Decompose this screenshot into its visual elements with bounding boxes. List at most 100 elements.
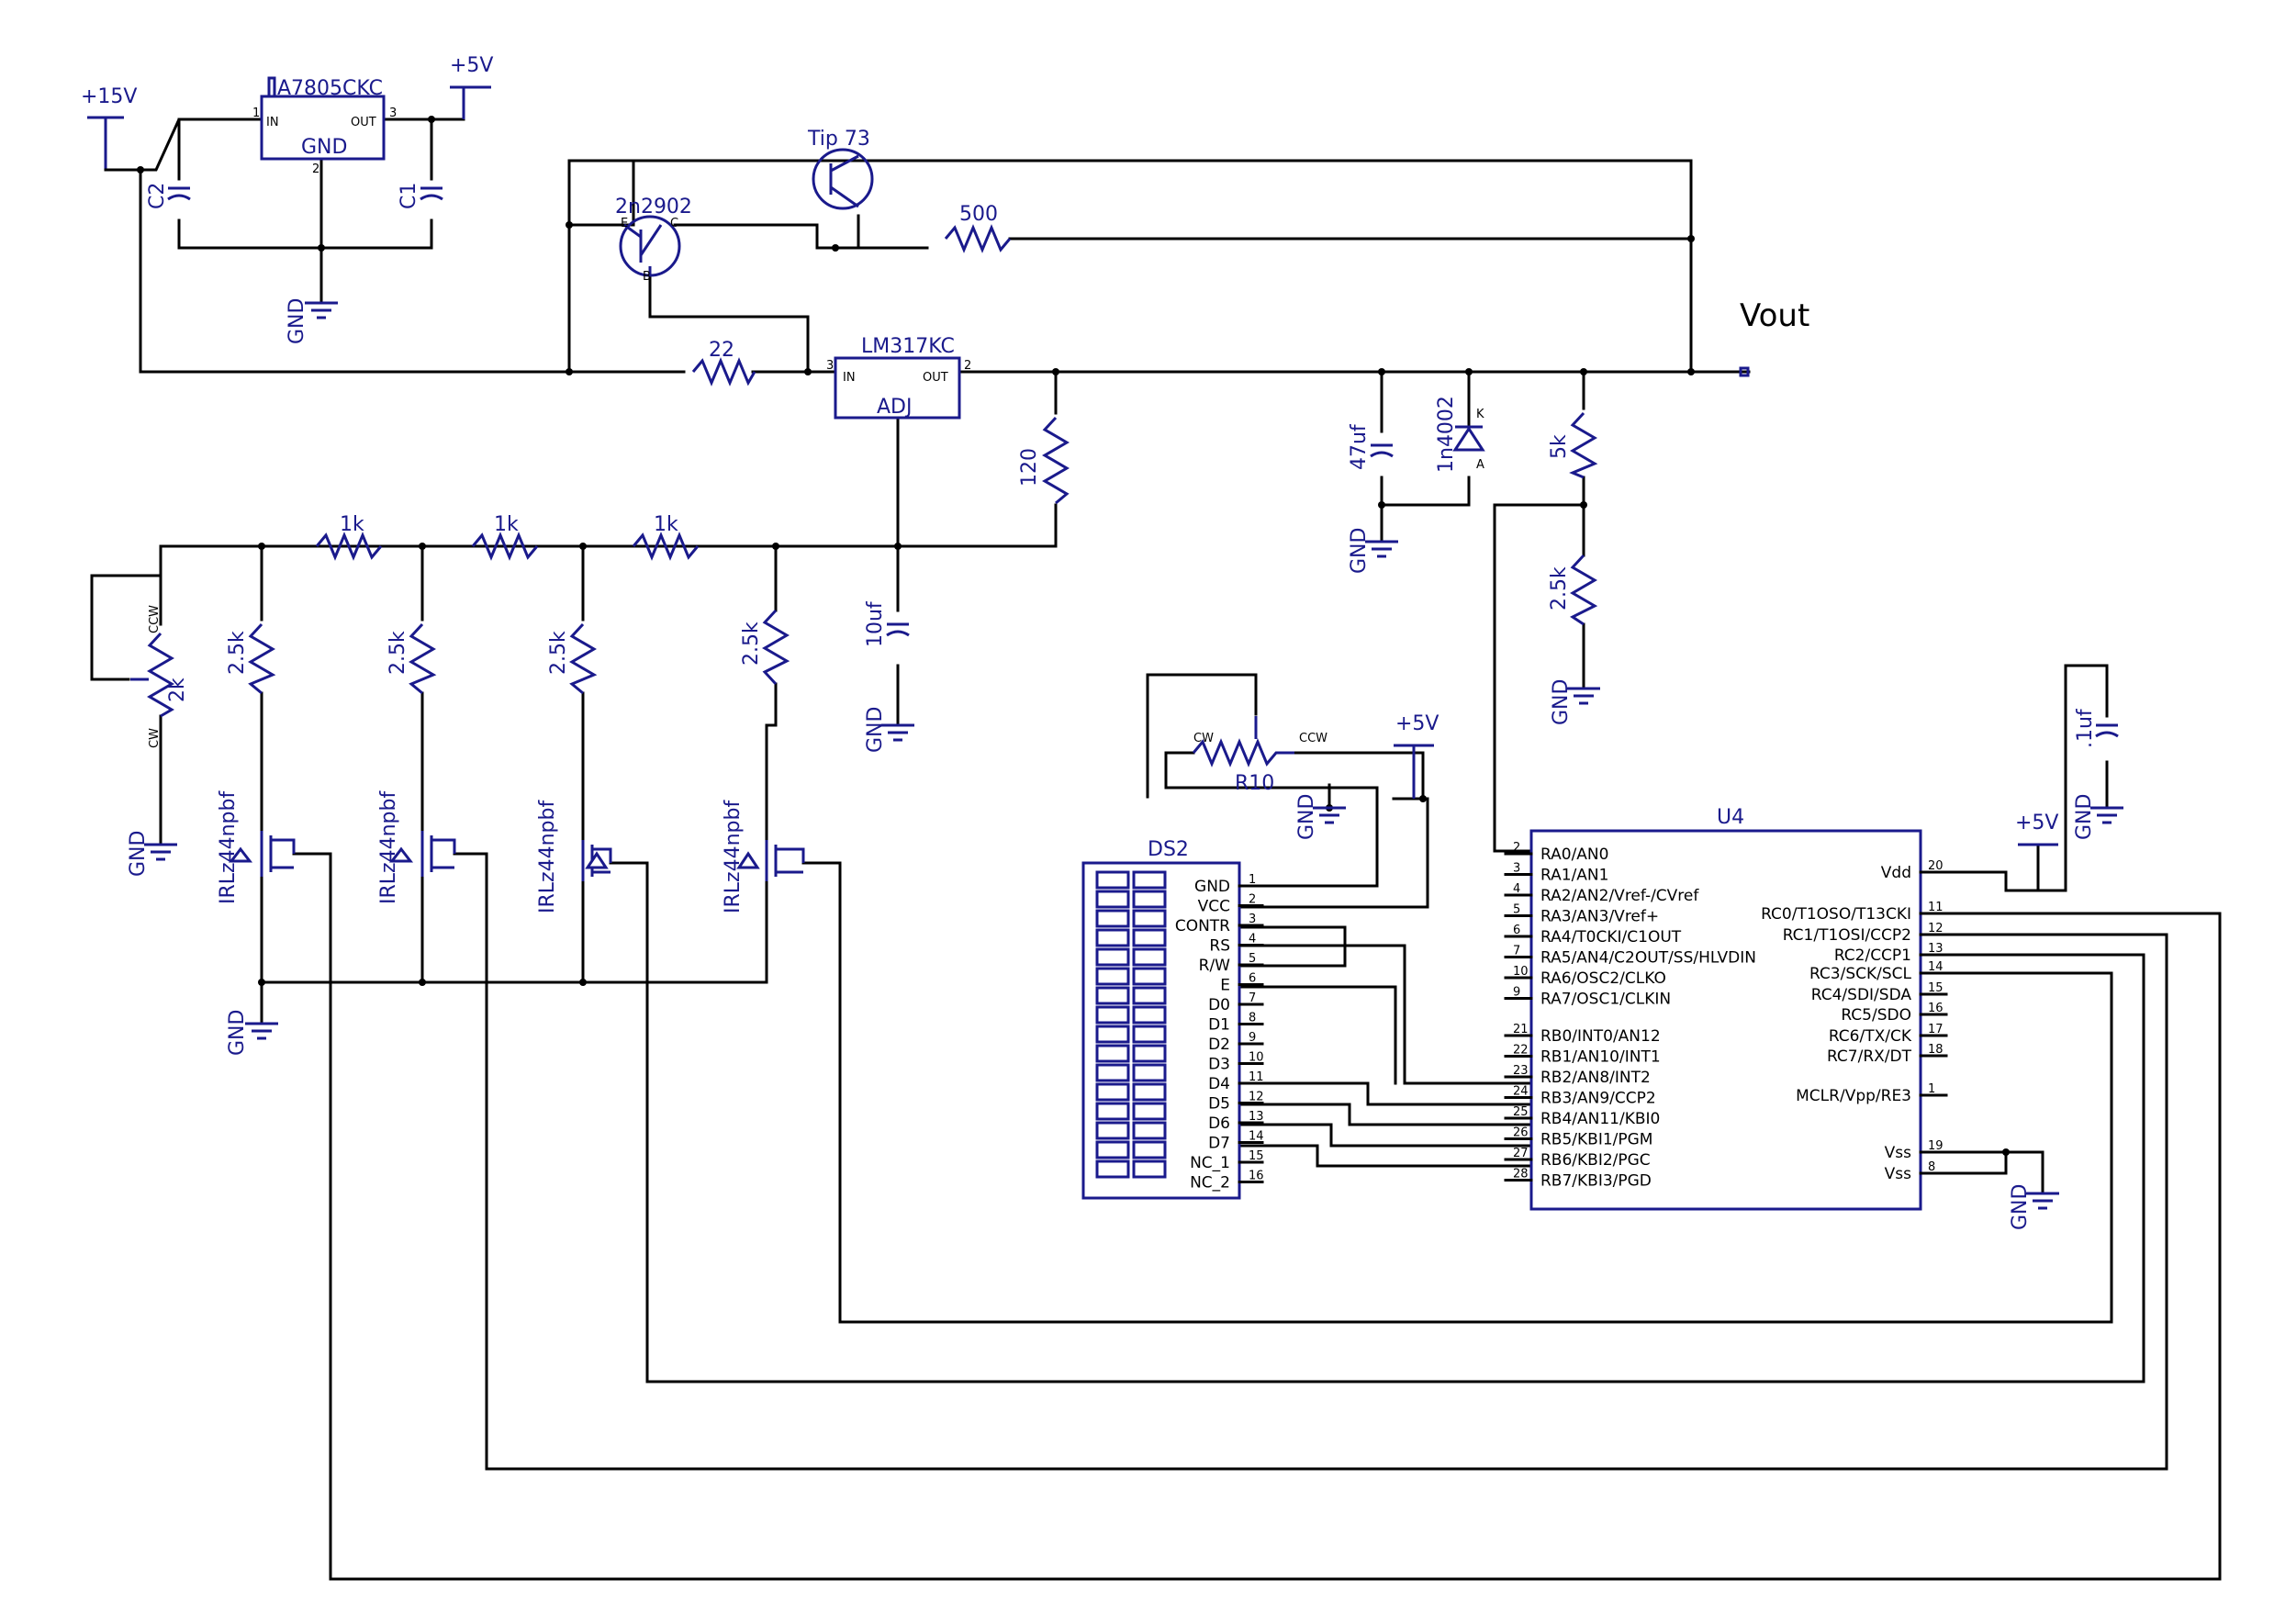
svg-text:1k: 1k — [494, 513, 519, 536]
lcd-pin-label: R/W — [1199, 957, 1231, 975]
svg-text:2: 2 — [964, 359, 971, 373]
capacitor-c1: C1 — [398, 183, 443, 209]
svg-text:2: 2 — [312, 162, 319, 176]
mcu-right-pin-label: Vdd — [1881, 864, 1911, 882]
mosfet-4: IRLz44npbf — [722, 800, 805, 913]
lcd-pin-label: D7 — [1208, 1135, 1230, 1153]
lcd-pin-number: 3 — [1249, 913, 1256, 926]
capacitor-47uf: 47uf — [1348, 423, 1394, 470]
svg-text:ADJ: ADJ — [877, 396, 912, 419]
lcd-pin-number: 1 — [1249, 873, 1256, 887]
junction-dots — [137, 116, 2010, 1156]
svg-text:+5V: +5V — [1395, 712, 1439, 735]
resistor-1k-a: 1k — [315, 513, 383, 561]
lcd-pin-label: D4 — [1208, 1075, 1230, 1093]
lcd-pin-label: D2 — [1208, 1036, 1230, 1054]
mosfet-2: IRLz44npbf — [377, 790, 456, 904]
lcd-name: DS2 — [1148, 838, 1189, 861]
lcd-char-cell — [1095, 967, 1130, 986]
mcu-left-pin-number: 7 — [1513, 945, 1520, 958]
mcu-left-pin-number: 27 — [1513, 1147, 1529, 1160]
mcu-left-pin-label: RB2/AN8/INT2 — [1540, 1069, 1651, 1087]
svg-text:IRLz44npbf: IRLz44npbf — [377, 790, 400, 904]
plus5v-supply-lcd: +5V — [1394, 712, 1439, 799]
vout-terminal — [1739, 366, 1750, 377]
plus15v-supply: +15V — [81, 85, 142, 172]
mcu-left-pin-number: 4 — [1513, 882, 1520, 896]
tip73-label: Tip 73 — [807, 128, 870, 151]
mcu-right-pin-label: RC1/T1OSI/CCP2 — [1783, 926, 1911, 945]
lcd-char-cell — [1095, 1063, 1130, 1082]
lcd-pin-label: NC_1 — [1190, 1154, 1230, 1172]
mcu-left-pin-label: RA4/T0CKI/C1OUT — [1540, 928, 1682, 946]
svg-text:GND: GND — [1550, 679, 1573, 725]
mcu-left-pin-label: RA5/AN4/C2OUT/SS/HLVDIN — [1540, 949, 1756, 968]
mcu-left-pin-label: RB5/KBI1/PGM — [1540, 1131, 1652, 1149]
mcu-right-pin-number: 8 — [1928, 1160, 1935, 1174]
mcu-left-pin-label: RB4/AN11/KBI0 — [1540, 1110, 1660, 1128]
lcd-pin-number: 16 — [1249, 1170, 1264, 1183]
gnd-mosfets — [243, 1022, 280, 1040]
lcd-char-cell — [1095, 870, 1130, 890]
lcd-char-cell — [1132, 1159, 1167, 1179]
svg-text:1k: 1k — [340, 513, 364, 536]
svg-text:CCW: CCW — [1299, 732, 1327, 745]
capacitor-0-1uf: .1uf — [2074, 708, 2119, 748]
potentiometer-2k: 2k CCW CW — [130, 605, 189, 748]
lcd-char-cell — [1132, 870, 1167, 890]
mcu-left-pin-number: 9 — [1513, 986, 1520, 1000]
lcd-pin-label: D1 — [1208, 1016, 1230, 1035]
lcd-char-cell — [1132, 928, 1167, 947]
lcd-pin-label: D3 — [1208, 1056, 1230, 1074]
svg-text:CCW: CCW — [148, 605, 162, 633]
lcd-pin-number: 10 — [1249, 1051, 1264, 1065]
transistor-tip73: Tip 73 — [807, 128, 874, 210]
svg-text:CW: CW — [148, 728, 162, 748]
svg-text:3: 3 — [826, 359, 834, 373]
lcd-char-cell — [1095, 1025, 1130, 1044]
pnp-label: 2n2902 — [615, 196, 692, 218]
svg-text:GND: GND — [1348, 528, 1371, 574]
reg-gnd-label: GND — [301, 136, 347, 159]
lcd-char-cell — [1095, 1082, 1130, 1102]
svg-text:2k: 2k — [166, 678, 189, 702]
lcd-char-cell — [1095, 1044, 1130, 1063]
mcu-right-pin-label: Vss — [1885, 1144, 1911, 1162]
mcu-left-pin-number: 3 — [1513, 862, 1520, 876]
lcd-char-cell — [1132, 909, 1167, 928]
svg-text:IRLz44npbf: IRLz44npbf — [722, 800, 745, 913]
svg-text:E: E — [621, 217, 628, 230]
mcu-right-pin-number: 15 — [1928, 981, 1944, 995]
mcu-left-pin-label: RB6/KBI2/PGC — [1540, 1151, 1651, 1170]
mcu-right-pin-number: 14 — [1928, 960, 1944, 974]
mosfet-3: IRLz44npbf — [536, 800, 612, 913]
mcu-right-pin-label: RC3/SCK/SCL — [1809, 965, 1912, 983]
svg-text:CW: CW — [1193, 732, 1214, 745]
svg-text:1: 1 — [252, 106, 260, 120]
mcu-left-pin-label: RB7/KBI3/PGD — [1540, 1172, 1652, 1191]
lcd-char-cell — [1095, 928, 1130, 947]
lcd-char-cell — [1095, 1121, 1130, 1140]
mcu-right-pin-number: 20 — [1928, 859, 1944, 873]
mcu-left-pin-number: 21 — [1513, 1023, 1529, 1036]
lcd-pin-number: 7 — [1249, 991, 1256, 1005]
mcu-left-pin-number: 26 — [1513, 1126, 1529, 1140]
mcu-right-pin-number: 18 — [1928, 1043, 1944, 1057]
lcd-char-cell — [1132, 1102, 1167, 1121]
resistor-500: 500 — [944, 203, 1012, 253]
mcu-right-pin-number: 19 — [1928, 1139, 1944, 1153]
mcu-name: U4 — [1717, 806, 1744, 829]
lcd-pin-number: 2 — [1249, 893, 1256, 907]
mcu-left-pin-label: RA3/AN3/Vref+ — [1540, 908, 1659, 926]
mcu-left-pins: RA0/AN02RA1/AN13RA2/AN2/Vref-/CVref4RA3/… — [1504, 841, 1756, 1191]
mcu-right-pin-number: 11 — [1928, 901, 1944, 914]
svg-text:B: B — [643, 270, 651, 284]
lm317-name: LM317KC — [861, 335, 955, 358]
mcu-left-pin-number: 2 — [1513, 841, 1520, 855]
mcu-u4: U4 RA0/AN02RA1/AN13RA2/AN2/Vref-/CVref4R… — [1504, 806, 1948, 1211]
plus15v-label: +15V — [81, 85, 137, 108]
lcd-char-cell — [1095, 986, 1130, 1005]
lcd-char-cell — [1132, 967, 1167, 986]
mcu-right-pin-label: RC0/T1OSO/T13CKI — [1761, 905, 1911, 924]
